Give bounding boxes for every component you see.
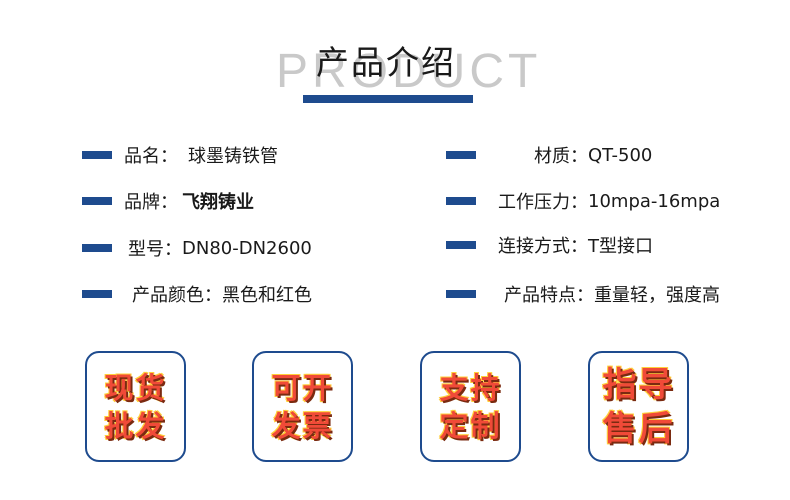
badge-line-2: 售后 [602, 408, 675, 449]
spec-value: 10mpa-16mpa [588, 190, 721, 212]
badge-line-1: 支持 [439, 370, 502, 405]
spec-value: 黑色和红色 [222, 285, 312, 306]
spec-label: 连接方式： [498, 236, 588, 257]
badge-stock-wholesale: 现货 批发 [85, 351, 186, 462]
spec-value: T型接口 [588, 236, 653, 257]
spec-bullet-bar [446, 290, 476, 298]
spec-label: 品牌： [124, 192, 178, 213]
spec-features: 产品特点： 重量轻，强度高 [446, 279, 720, 309]
spec-product-name: 品名： 球墨铸铁管 [82, 140, 278, 170]
badge-line-2: 批发 [104, 408, 167, 443]
badge-invoice: 可开 发票 [252, 351, 353, 462]
spec-value: DN80-DN2600 [182, 237, 312, 259]
spec-value: QT-500 [588, 144, 653, 166]
badge-customization: 支持 定制 [420, 351, 521, 462]
spec-bullet-bar [82, 290, 112, 298]
spec-value: 球墨铸铁管 [188, 146, 278, 167]
badge-line-1: 指导 [602, 364, 675, 405]
badge-line-2: 定制 [439, 408, 502, 443]
spec-bullet-bar [446, 241, 476, 249]
spec-material: 材质： QT-500 [446, 140, 652, 170]
spec-bullet-bar [82, 197, 112, 205]
spec-bullet-bar [446, 151, 476, 159]
spec-color: 产品颜色： 黑色和红色 [82, 279, 312, 309]
spec-label: 材质： [534, 146, 588, 167]
section-title: 产品介绍 [316, 43, 456, 82]
spec-bullet-bar [82, 151, 112, 159]
spec-bullet-bar [82, 244, 112, 252]
header-background-word: PRODUCT [276, 45, 542, 98]
section-header: PRODUCT 产品介绍 [0, 0, 790, 110]
spec-label: 工作压力： [498, 192, 588, 213]
badge-line-1: 现货 [104, 370, 167, 405]
spec-label: 型号： [128, 239, 182, 260]
badge-line-1: 可开 [271, 370, 334, 405]
badge-after-sales: 指导 售后 [588, 351, 689, 462]
spec-working-pressure: 工作压力： 10mpa-16mpa [446, 186, 720, 216]
spec-label: 品名： [124, 146, 178, 167]
spec-value: 飞翔铸业 [182, 192, 254, 213]
spec-bullet-bar [446, 197, 476, 205]
spec-brand: 品牌： 飞翔铸业 [82, 186, 254, 216]
badge-line-2: 发票 [271, 408, 334, 443]
title-underline-bar [303, 95, 473, 103]
spec-connection: 连接方式： T型接口 [446, 230, 653, 260]
spec-label: 产品颜色： [132, 285, 222, 306]
spec-model: 型号： DN80-DN2600 [82, 233, 312, 263]
spec-label: 产品特点： [504, 285, 594, 306]
spec-value: 重量轻，强度高 [594, 285, 720, 306]
